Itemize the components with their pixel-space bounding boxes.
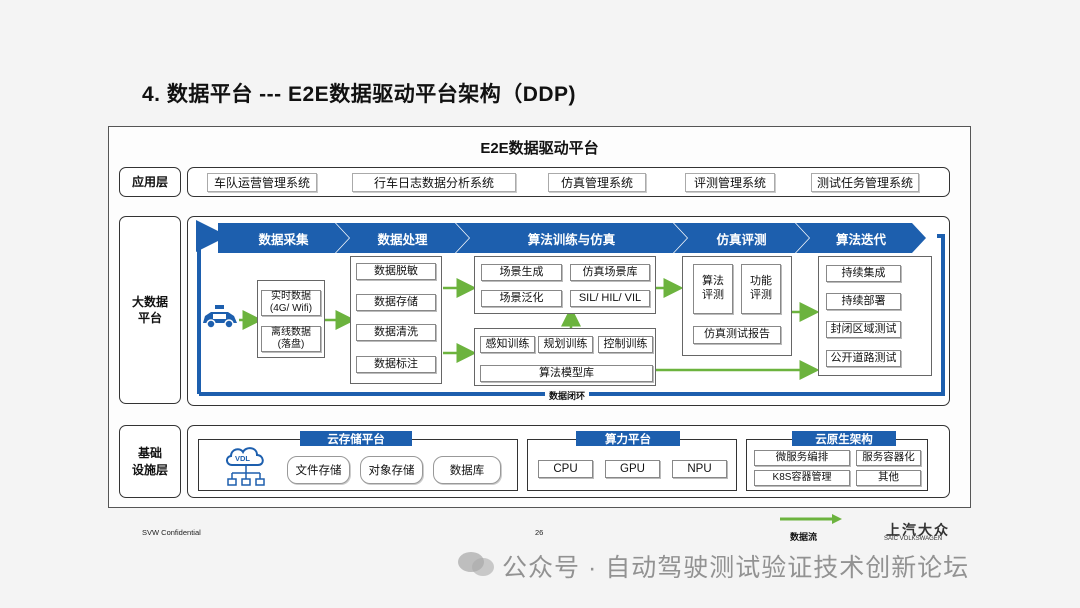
layer-label-bigdata: 大数据 平台 xyxy=(119,216,181,404)
compute-npu: NPU xyxy=(672,460,727,478)
compute-gpu: GPU xyxy=(605,460,660,478)
app-system-simulation: 仿真管理系统 xyxy=(548,173,646,192)
eval-function: 功能 评测 xyxy=(741,264,781,314)
iteration-cd: 持续部署 xyxy=(826,293,901,310)
iteration-road-test: 公开道路测试 xyxy=(826,350,901,367)
stage-data-processing: 数据处理 xyxy=(336,223,469,253)
native-k8s: K8S容器管理 xyxy=(754,470,850,486)
slide-title: 4. 数据平台 --- E2E数据驱动平台架构（DDP) xyxy=(142,83,577,106)
storage-platform-title: 云存储平台 xyxy=(300,431,412,446)
iteration-closed-test: 封闭区域测试 xyxy=(826,321,901,338)
training-planning: 规划训练 xyxy=(538,336,593,353)
legend-arrow xyxy=(780,514,842,524)
stage-sim-evaluation: 仿真评测 xyxy=(674,223,809,253)
watermark-text: 公众号 · 自动驾驶测试验证技术创新论坛 xyxy=(502,554,970,582)
brand-name-cn: 上汽大众 xyxy=(886,522,950,538)
cloud-storage-icon xyxy=(226,447,265,486)
collection-offline: 离线数据 (落盘) xyxy=(261,326,321,352)
page-number: 26 xyxy=(535,528,544,537)
data-loop-label: 数据闭环 xyxy=(545,389,590,402)
app-system-evaluation: 评测管理系统 xyxy=(685,173,775,192)
scenario-xil: SIL/ HIL/ VIL xyxy=(570,290,650,307)
scenario-generation: 场景生成 xyxy=(481,264,562,281)
compute-platform-title: 算力平台 xyxy=(576,431,680,446)
scenario-generalization: 场景泛化 xyxy=(481,290,562,307)
native-other: 其他 xyxy=(856,470,921,486)
confidential-label: SVW Confidential xyxy=(142,528,201,537)
storage-object: 对象存储 xyxy=(360,456,423,484)
compute-cpu: CPU xyxy=(538,460,593,478)
platform-title: E2E数据驱动平台 xyxy=(480,140,599,157)
app-system-test-task: 测试任务管理系统 xyxy=(811,173,919,192)
processing-storage: 数据存储 xyxy=(356,294,436,311)
stage-algorithm-iteration: 算法迭代 xyxy=(796,223,926,253)
app-system-log-analysis: 行车日志数据分析系统 xyxy=(352,173,516,192)
processing-cleaning: 数据清洗 xyxy=(356,324,436,341)
stage-training-simulation: 算法训练与仿真 xyxy=(456,223,687,253)
eval-algorithm: 算法 评测 xyxy=(693,264,733,314)
processing-desensitize: 数据脱敏 xyxy=(356,263,436,280)
wechat-logo-icon xyxy=(458,552,494,576)
cloud-native-title: 云原生架构 xyxy=(792,431,896,446)
model-library: 算法模型库 xyxy=(480,365,653,382)
training-control: 控制训练 xyxy=(598,336,653,353)
cloud-label: VDL xyxy=(235,454,250,463)
layer-label-app: 应用层 xyxy=(119,167,181,197)
layer-label-infra: 基础 设施层 xyxy=(119,425,181,498)
storage-file: 文件存储 xyxy=(287,456,350,484)
brand-name-en: SAIC VOLKSWAGEN xyxy=(884,536,943,542)
native-containerization: 服务容器化 xyxy=(856,450,921,466)
scenario-library: 仿真场景库 xyxy=(570,264,650,281)
legend-label: 数据流 xyxy=(790,532,818,542)
processing-labeling: 数据标注 xyxy=(356,356,436,373)
training-perception: 感知训练 xyxy=(480,336,535,353)
storage-database: 数据库 xyxy=(433,456,501,484)
vehicle-icon xyxy=(203,305,237,329)
app-system-fleet: 车队运营管理系统 xyxy=(207,173,317,192)
native-microservice: 微服务编排 xyxy=(754,450,850,466)
collection-realtime: 实时数据 (4G/ Wifi) xyxy=(261,290,321,316)
eval-report: 仿真测试报告 xyxy=(693,326,781,344)
iteration-ci: 持续集成 xyxy=(826,265,901,282)
stage-data-collection: 数据采集 xyxy=(218,223,349,253)
